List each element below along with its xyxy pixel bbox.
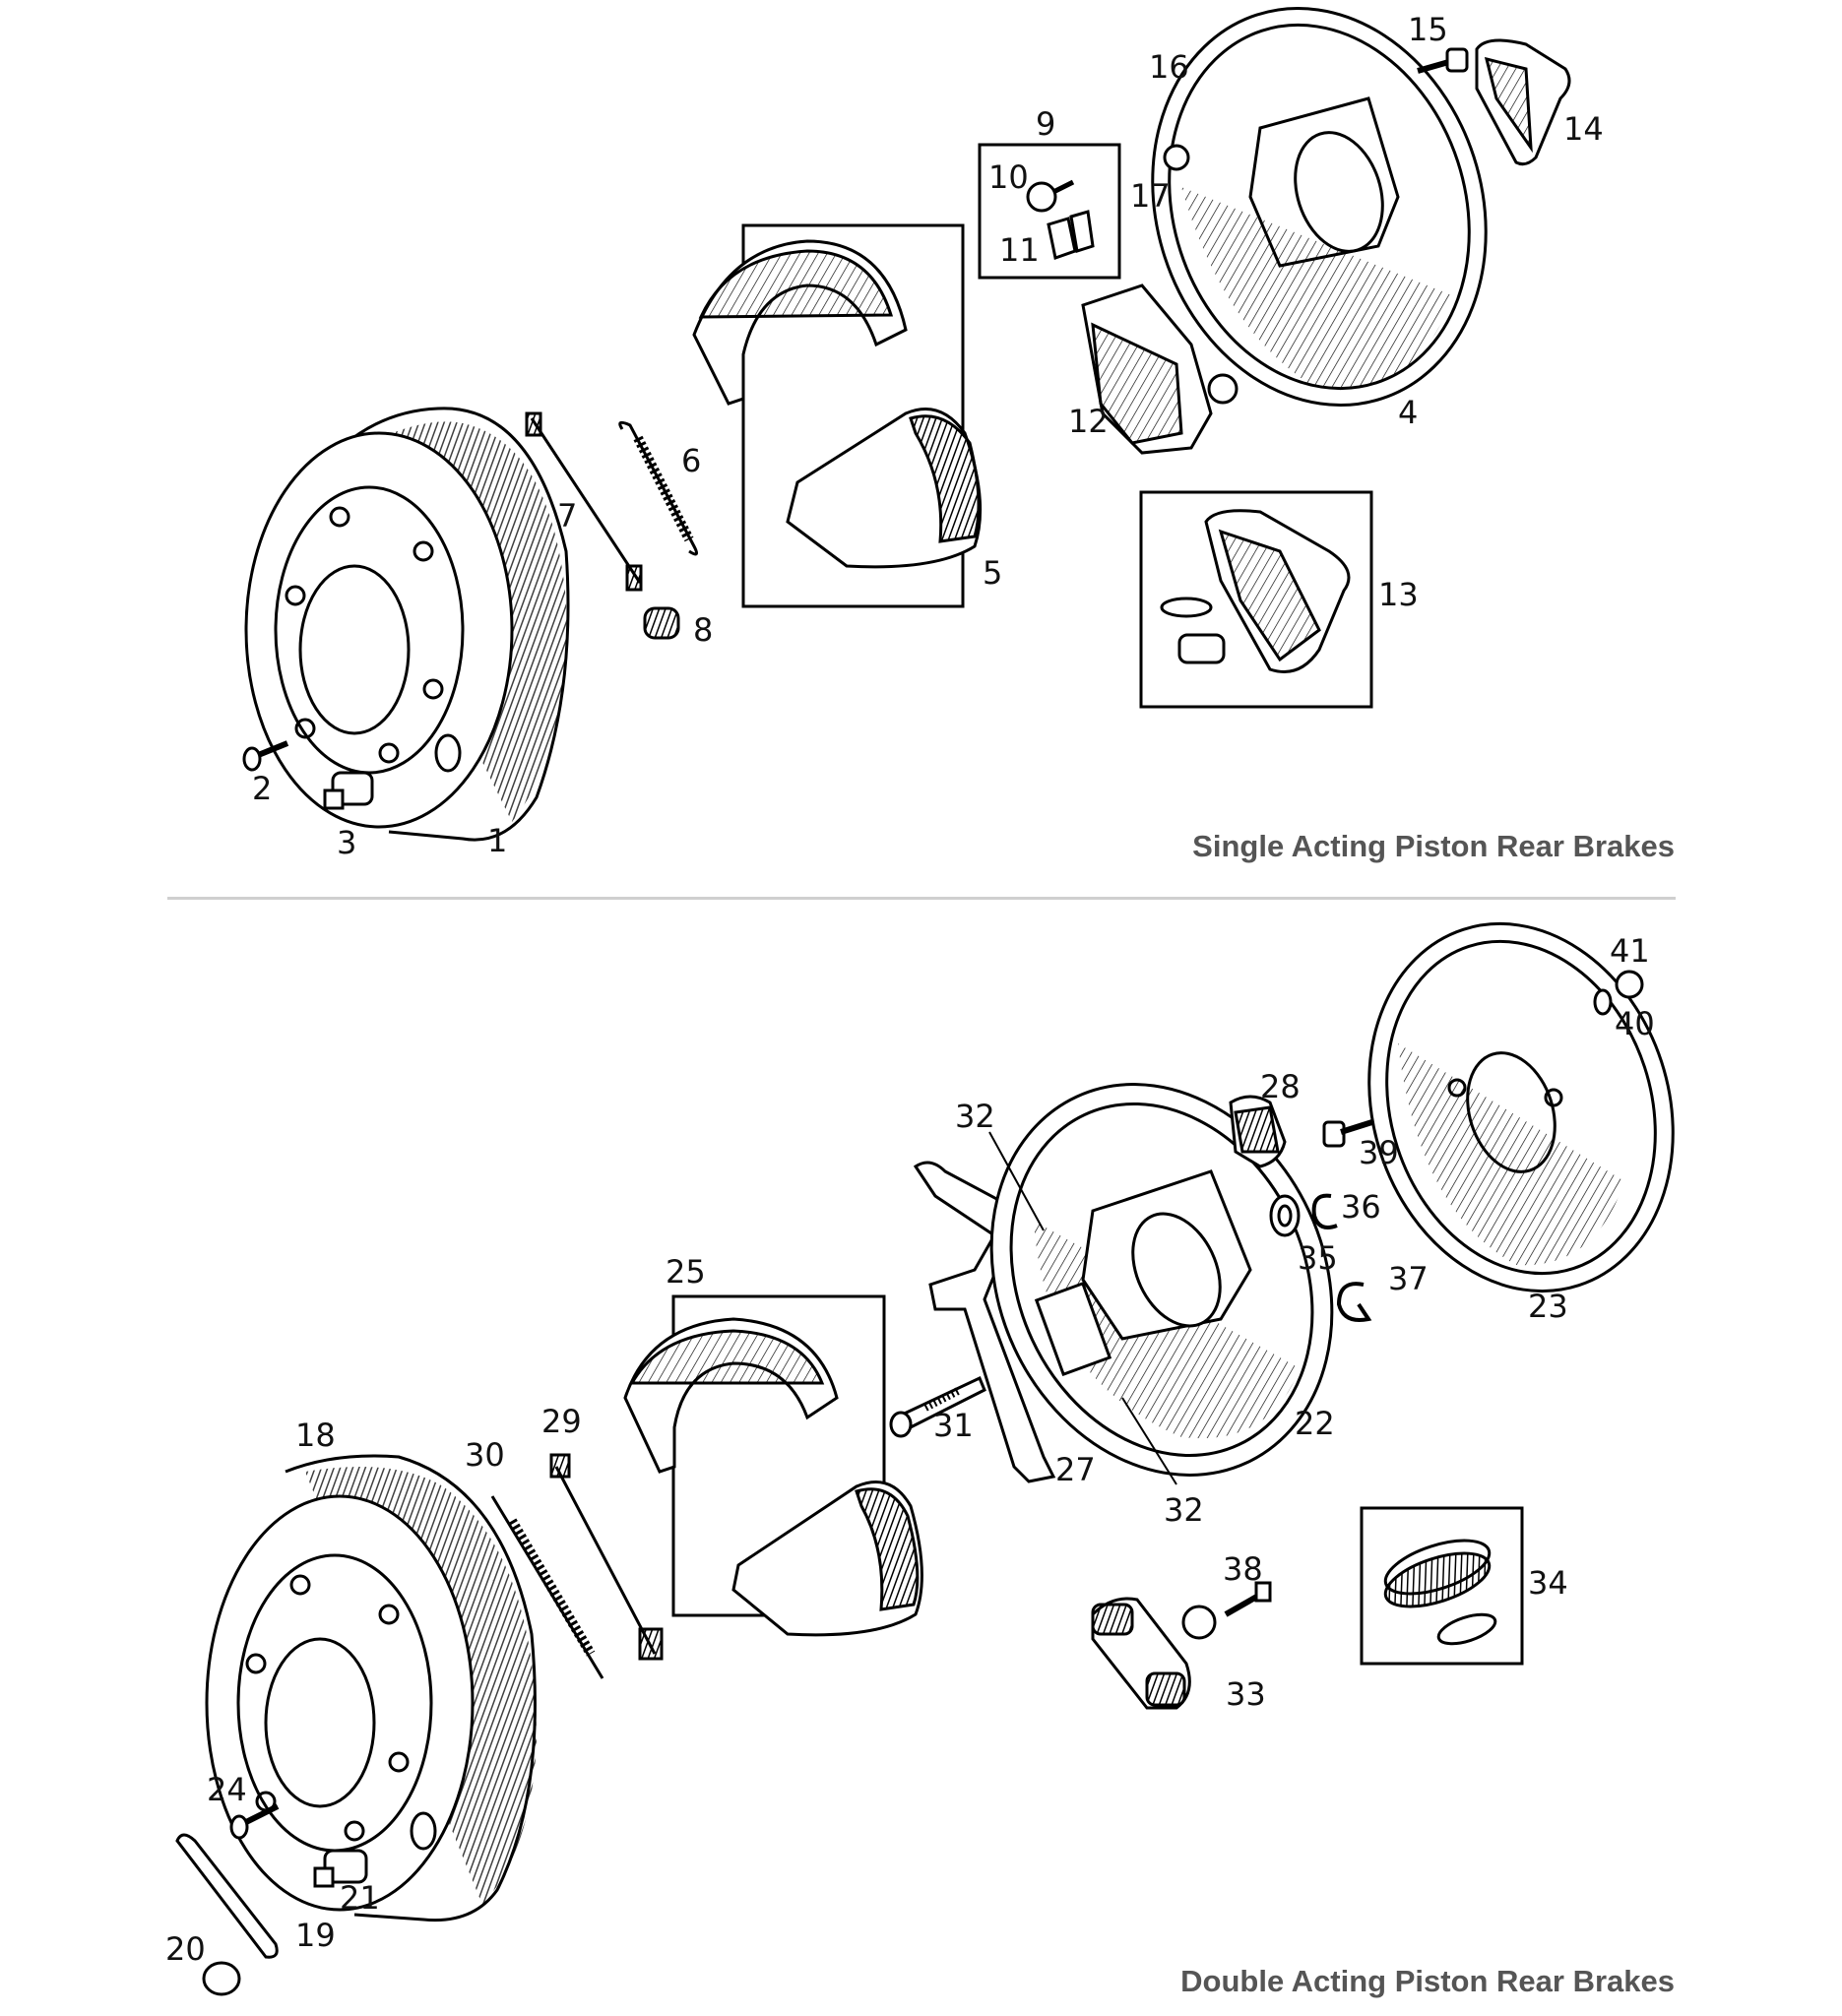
lock-plate-19 [175,1833,279,1959]
label-33: 33 [1226,1675,1266,1713]
brake-shoe-lower-25 [731,1480,923,1637]
bleed-screw-38 [1224,1581,1272,1617]
nut-20 [202,1961,241,1996]
washer-35 [1269,1194,1301,1237]
label-8: 8 [693,611,714,649]
label-11: 11 [999,231,1040,269]
brake-drum-1 [244,407,570,842]
section-title-double: Double Acting Piston Rear Brakes [1180,1964,1675,1998]
label-32-top: 32 [955,1098,995,1135]
label-17: 17 [1130,177,1171,215]
label-14: 14 [1563,110,1604,148]
brake-shoe-upper-25 [623,1317,839,1474]
label-2: 2 [252,770,273,807]
label-16: 16 [1149,48,1189,86]
label-19: 19 [295,1917,336,1954]
leader-32-top [988,1131,1045,1231]
spring-7 [530,417,642,584]
label-41: 41 [1610,932,1650,970]
label-13: 13 [1378,576,1419,613]
label-28: 28 [1260,1068,1301,1105]
brake-shoe-lower [786,408,983,569]
parts-box-13 [1139,490,1373,709]
wheel-cylinder-33 [1091,1597,1217,1710]
label-7: 7 [557,497,578,535]
adjuster-3 [323,771,374,810]
wheel-cylinder-12 [1081,284,1239,455]
spring-8 [643,606,680,640]
label-1: 1 [487,822,508,859]
bolt-15 [1417,47,1469,74]
clip-36 [1311,1193,1338,1229]
screw-2 [242,740,289,772]
screw-24 [229,1803,280,1840]
parts-box-34 [1360,1506,1524,1666]
nut-41 [1615,970,1644,999]
label-35: 35 [1298,1239,1338,1277]
label-9: 9 [1036,105,1056,143]
label-15: 15 [1408,11,1448,48]
clip-37 [1336,1282,1372,1322]
leader-32-bottom [1121,1397,1177,1485]
label-18: 18 [295,1417,336,1454]
label-34: 34 [1528,1564,1568,1602]
label-38: 38 [1223,1550,1263,1588]
label-25: 25 [666,1253,706,1291]
label-22: 22 [1295,1405,1335,1442]
label-20: 20 [165,1930,206,1968]
cover-plate-13 [1160,509,1351,673]
adjuster-21 [313,1849,368,1888]
brake-drum-18 [205,1454,537,1922]
label-37: 37 [1388,1260,1429,1297]
label-36: 36 [1341,1188,1381,1226]
label-3: 3 [337,824,357,861]
section-divider [167,897,1676,900]
washer-40 [1593,988,1613,1016]
section-title-single: Single Acting Piston Rear Brakes [1192,829,1675,863]
label-21: 21 [340,1879,380,1917]
seal-28 [1229,1095,1287,1168]
cover-plate-23 [1367,921,1675,1293]
label-6: 6 [681,442,702,479]
spring-29 [554,1466,657,1655]
label-39: 39 [1359,1134,1399,1171]
backplate-4 [1151,6,1488,408]
label-27: 27 [1055,1451,1096,1488]
label-24: 24 [207,1771,247,1808]
spring-30 [490,1495,604,1679]
label-32-bottom: 32 [1164,1491,1204,1529]
adjuster-box-9 [978,143,1121,280]
shoes-box-5 [741,223,965,608]
adjuster-parts-10-11 [1026,179,1095,260]
single-acting-assembly [242,6,1571,842]
label-23: 23 [1528,1288,1568,1325]
nut-17 [1163,144,1190,171]
label-10: 10 [988,158,1029,196]
label-29: 29 [541,1403,582,1440]
label-12: 12 [1068,403,1109,440]
label-40: 40 [1615,1005,1655,1042]
brake-shoe-upper [692,239,908,406]
label-30: 30 [465,1436,505,1474]
push-rod-31 [889,1375,986,1438]
label-31: 31 [933,1407,974,1444]
label-4: 4 [1398,394,1419,431]
backplate-22 [989,1083,1334,1477]
double-acting-assembly [175,921,1675,1996]
label-5: 5 [983,554,1003,592]
seal-kit-34 [1383,1539,1497,1646]
dust-cover-14 [1475,38,1571,166]
